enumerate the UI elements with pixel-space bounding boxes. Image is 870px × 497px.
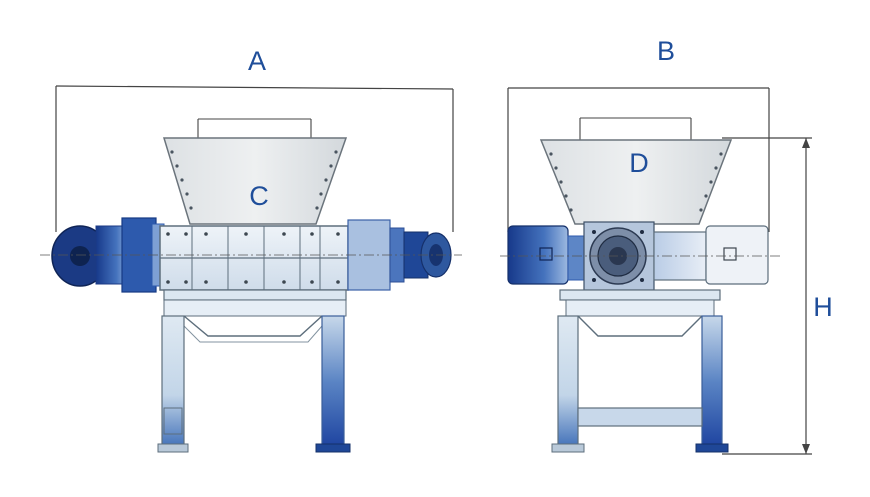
side-motor-right	[653, 225, 769, 285]
dimension-d	[579, 117, 692, 140]
hopper-bolts	[170, 150, 338, 210]
dimension-b	[507, 87, 770, 232]
label-c: C	[249, 181, 269, 211]
hopper	[162, 137, 348, 225]
right-gearbox	[347, 219, 452, 291]
dimension-c	[197, 118, 312, 140]
cutting-chamber	[159, 225, 349, 291]
side-motor-left	[507, 225, 585, 285]
hopper-side-bolts	[549, 152, 723, 212]
dimension-h	[722, 137, 812, 455]
label-a: A	[248, 46, 266, 76]
front-view	[40, 85, 462, 453]
support-frame-side	[551, 289, 729, 453]
side-view	[500, 87, 812, 455]
dimension-a	[55, 85, 454, 232]
label-d: D	[629, 148, 649, 178]
support-frame-front	[157, 289, 351, 453]
label-b: B	[657, 36, 675, 66]
label-h: H	[813, 292, 833, 322]
hopper-side	[539, 139, 733, 225]
